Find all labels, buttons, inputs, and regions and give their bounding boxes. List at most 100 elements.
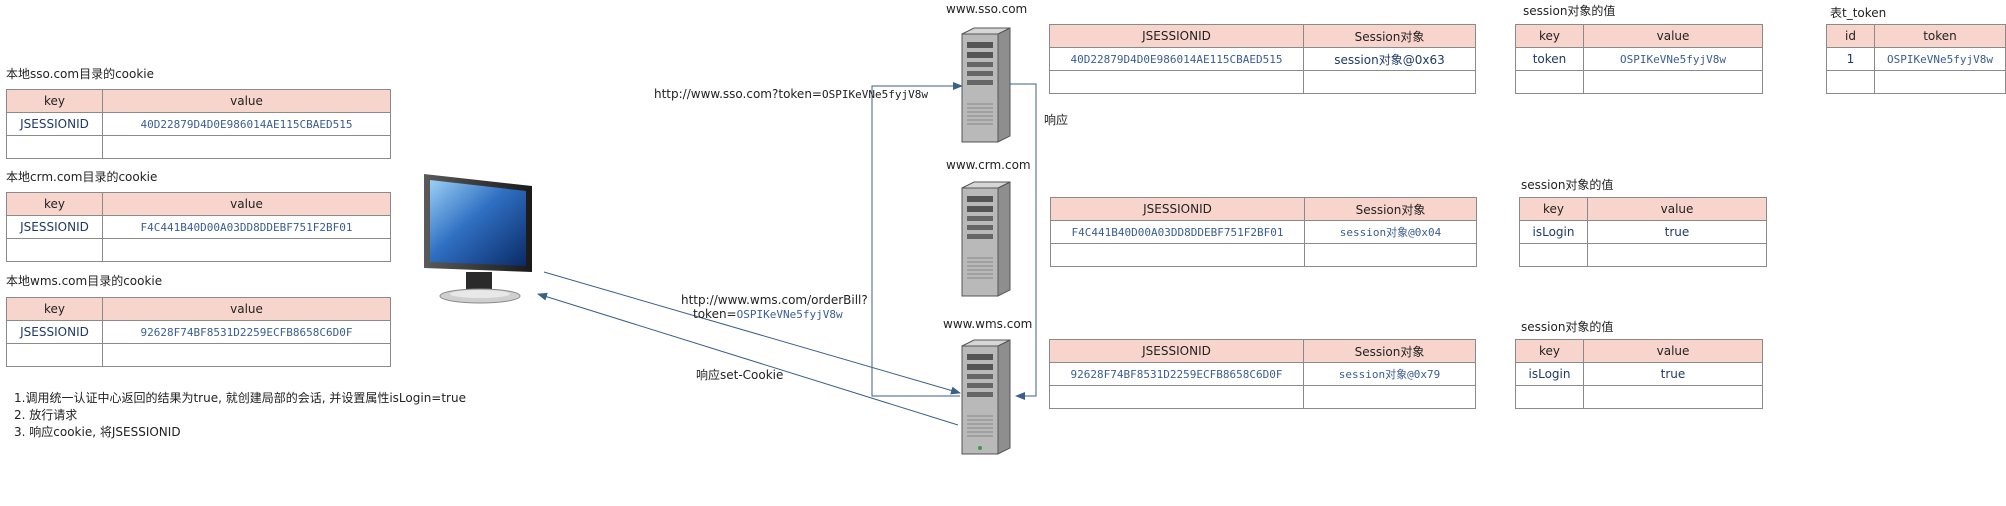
session-id: F4C441B40D00A03DD8DDEBF751F2BF01: [1050, 220, 1305, 244]
cookie-key: JSESSIONID: [6, 320, 103, 344]
column-header: JSESSIONID: [1049, 24, 1304, 48]
wms-session-value-title: session对象的值: [1521, 320, 1614, 334]
column-header: Session对象: [1303, 24, 1476, 48]
response-label: 响应: [1044, 113, 1069, 127]
cookie-value: 40D22879D4D0E986014AE115CBAED515: [102, 112, 391, 136]
sso-request-token: OSPIKeVNe5fyjV8w: [821, 88, 928, 101]
wms-token-prefix: token=: [693, 307, 737, 321]
table-row: [1049, 70, 1476, 94]
column-header: key: [6, 89, 103, 113]
cookie-key: JSESSIONID: [6, 215, 103, 239]
column-header: value: [1587, 197, 1767, 221]
session-object: session对象@0x63: [1303, 47, 1476, 71]
column-header: token: [1874, 24, 2006, 48]
token-table-title: 表t_token: [1830, 6, 1887, 20]
wms-token-value: OSPIKeVNe5fyjV8w: [736, 308, 843, 321]
sso-request-url: http://www.sso.com?token=: [654, 87, 822, 101]
empty-cell: [6, 238, 103, 262]
empty-cell: [1303, 70, 1476, 94]
empty-cell: [1519, 243, 1588, 267]
empty-cell: [102, 135, 391, 159]
token-id: 1: [1826, 47, 1875, 71]
empty-cell: [1515, 70, 1584, 94]
column-header: value: [1583, 24, 1763, 48]
table-row: [6, 238, 391, 262]
server-tower-icon: [961, 181, 1011, 297]
empty-cell: [1874, 70, 2006, 94]
empty-cell: [1583, 385, 1763, 409]
column-header: JSESSIONID: [1049, 339, 1304, 363]
column-header: value: [102, 297, 391, 321]
empty-cell: [1583, 70, 1763, 94]
table-row: [6, 343, 391, 367]
session-object: session对象@0x04: [1304, 220, 1477, 244]
sso-cookie-title: 本地sso.com目录的cookie: [6, 67, 155, 81]
table-row: [1515, 385, 1763, 409]
session-value: OSPIKeVNe5fyjV8w: [1583, 47, 1763, 71]
wms-request-url: http://www.wms.com/orderBill?: [681, 293, 868, 307]
session-key: isLogin: [1515, 362, 1584, 386]
column-header: key: [1515, 24, 1584, 48]
note-line: 1.调用统一认证中心返回的结果为true, 就创建局部的会话, 并设置属性isL…: [14, 391, 466, 405]
empty-cell: [6, 343, 103, 367]
process-notes: 1.调用统一认证中心返回的结果为true, 就创建局部的会话, 并设置属性isL…: [14, 390, 466, 441]
server-tower-icon: [961, 339, 1011, 455]
token-value: OSPIKeVNe5fyjV8w: [1874, 47, 2006, 71]
server-tower-icon: [961, 27, 1011, 143]
empty-cell: [1587, 243, 1767, 267]
sso-session-value-title: session对象的值: [1523, 4, 1616, 18]
session-value: true: [1583, 362, 1763, 386]
session-key: token: [1515, 47, 1584, 71]
server-name-crm: www.crm.com: [946, 158, 1031, 172]
table-row: [1049, 385, 1476, 409]
session-object: session对象@0x79: [1303, 362, 1476, 386]
table-row: [1050, 243, 1477, 267]
empty-cell: [102, 343, 391, 367]
column-header: key: [6, 192, 103, 216]
empty-cell: [1515, 385, 1584, 409]
crm-session-value-title: session对象的值: [1521, 178, 1614, 192]
column-header: JSESSIONID: [1050, 197, 1305, 221]
crm-cookie-title: 本地crm.com目录的cookie: [6, 170, 158, 184]
empty-cell: [1050, 243, 1305, 267]
server-name-sso: www.sso.com: [946, 2, 1028, 16]
wms-request-token-line: token=OSPIKeVNe5fyjV8w: [681, 307, 868, 321]
wms-cookie-title: 本地wms.com目录的cookie: [6, 274, 163, 288]
empty-cell: [1304, 243, 1477, 267]
column-header: value: [102, 89, 391, 113]
column-header: value: [102, 192, 391, 216]
column-header: key: [1519, 197, 1588, 221]
empty-cell: [102, 238, 391, 262]
empty-cell: [1049, 70, 1304, 94]
sso-request-label: http://www.sso.com?token=OSPIKeVNe5fyjV8…: [654, 87, 928, 101]
table-row: [1515, 70, 1763, 94]
note-line: 3. 响应cookie, 将JSESSIONID: [14, 425, 181, 439]
empty-cell: [1826, 70, 1875, 94]
column-header: value: [1583, 339, 1763, 363]
column-header: id: [1826, 24, 1875, 48]
table-row: [1826, 70, 2006, 94]
session-value: true: [1587, 220, 1767, 244]
wms-request-label: http://www.wms.com/orderBill? token=OSPI…: [681, 293, 868, 321]
table-row: [1519, 243, 1767, 267]
empty-cell: [1303, 385, 1476, 409]
column-header: key: [1515, 339, 1584, 363]
set-cookie-label: 响应set-Cookie: [696, 368, 784, 382]
